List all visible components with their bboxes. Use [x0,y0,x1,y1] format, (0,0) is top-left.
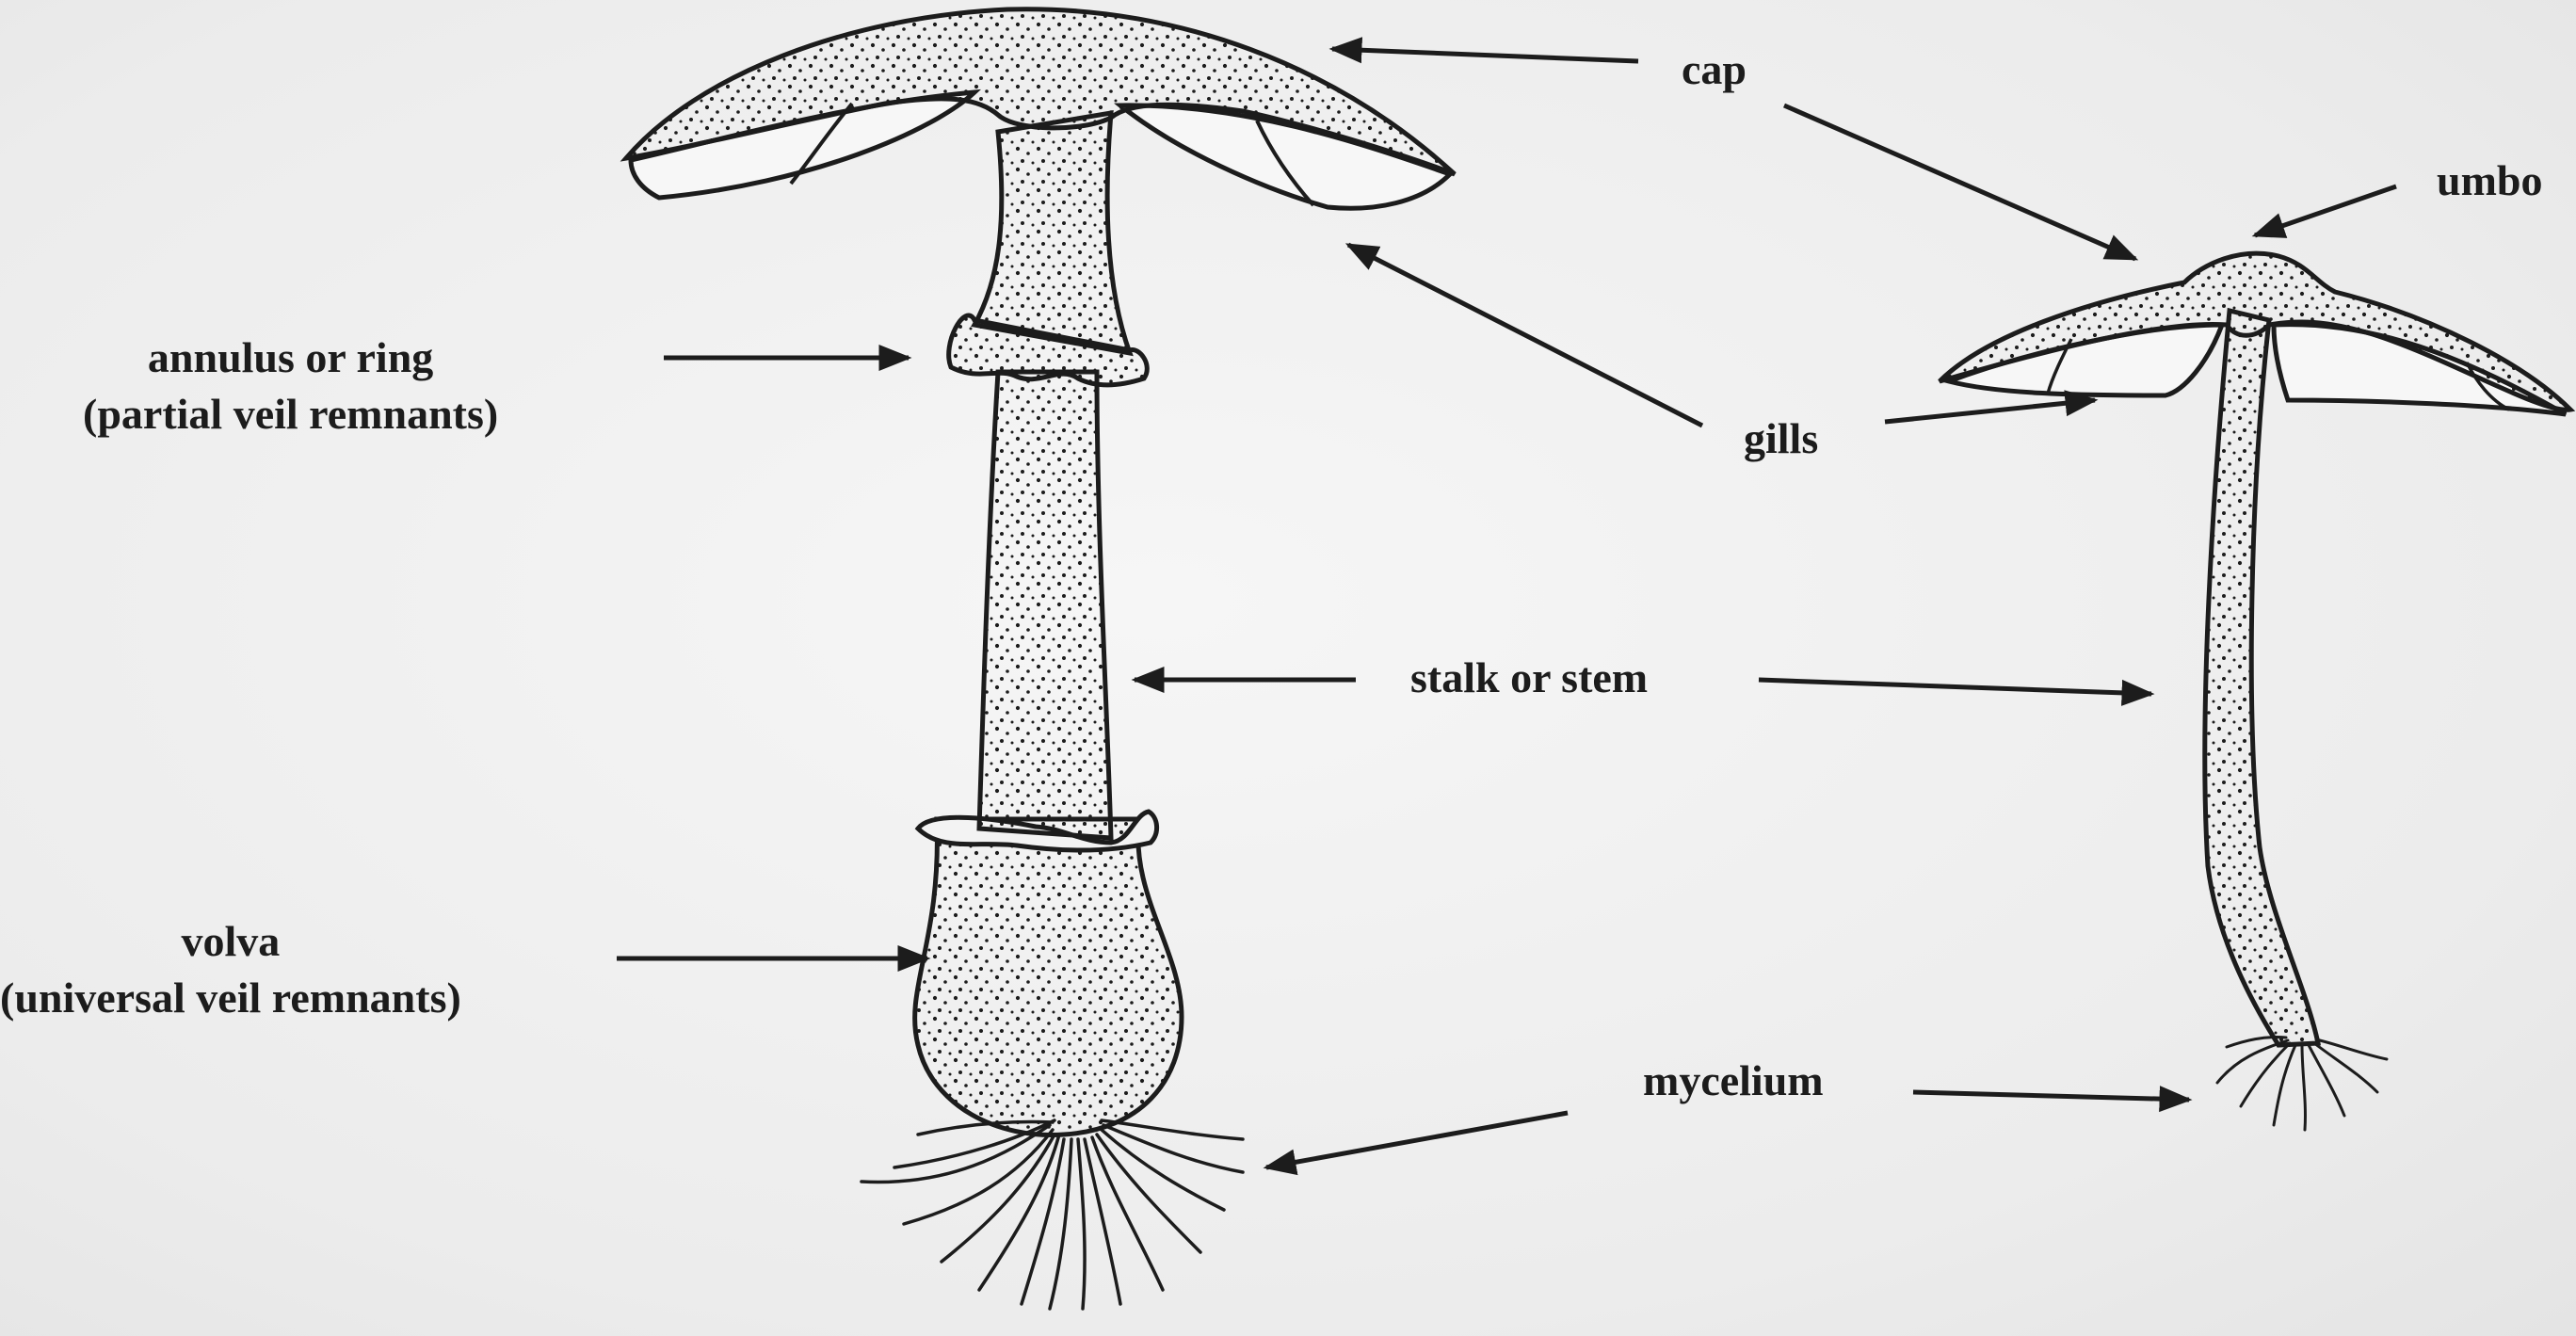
arrow-cap-to-small [1782,103,2139,262]
small-stalk [2202,307,2322,1048]
label-volva-line2: (universal veil remnants) [0,973,461,1022]
label-annulus: annulus or ring (partial veil remnants) [83,330,498,443]
small-mycelium [2215,1036,2389,1132]
arrow-mycelium-to-small [1912,1086,2193,1113]
label-umbo: umbo [2437,156,2543,204]
annotation-arrows [617,37,2397,1176]
label-cap: cap [1682,45,1747,93]
arrow-gills-to-large [1344,242,1704,428]
arrow-umbo [2251,184,2397,238]
small-cap [1938,250,2576,412]
small-mushroom [1938,250,2576,1132]
label-volva: volva (universal veil remnants) [0,913,461,1026]
label-mycelium: mycelium [1643,1056,1824,1104]
label-annulus-line2: (partial veil remnants) [83,389,499,438]
large-mycelium [860,1119,1245,1311]
label-volva-line1: volva [181,917,281,965]
large-mushroom [620,7,1457,1311]
large-stalk [976,369,1114,841]
label-annulus-line1: annulus or ring [147,333,434,381]
arrow-gills-to-small [1884,390,2099,425]
arrow-cap-to-large [1328,37,1639,64]
large-volva [912,816,1184,1137]
label-gills: gills [1744,414,1819,462]
large-annulus [946,313,1150,388]
label-stalk: stalk or stem [1410,653,1649,701]
large-gills-right [1114,103,1455,211]
large-upper-stem [971,110,1134,357]
arrow-mycelium-to-large [1263,1110,1569,1176]
large-cap [620,7,1457,177]
arrow-stalk-to-small [1758,677,2155,706]
